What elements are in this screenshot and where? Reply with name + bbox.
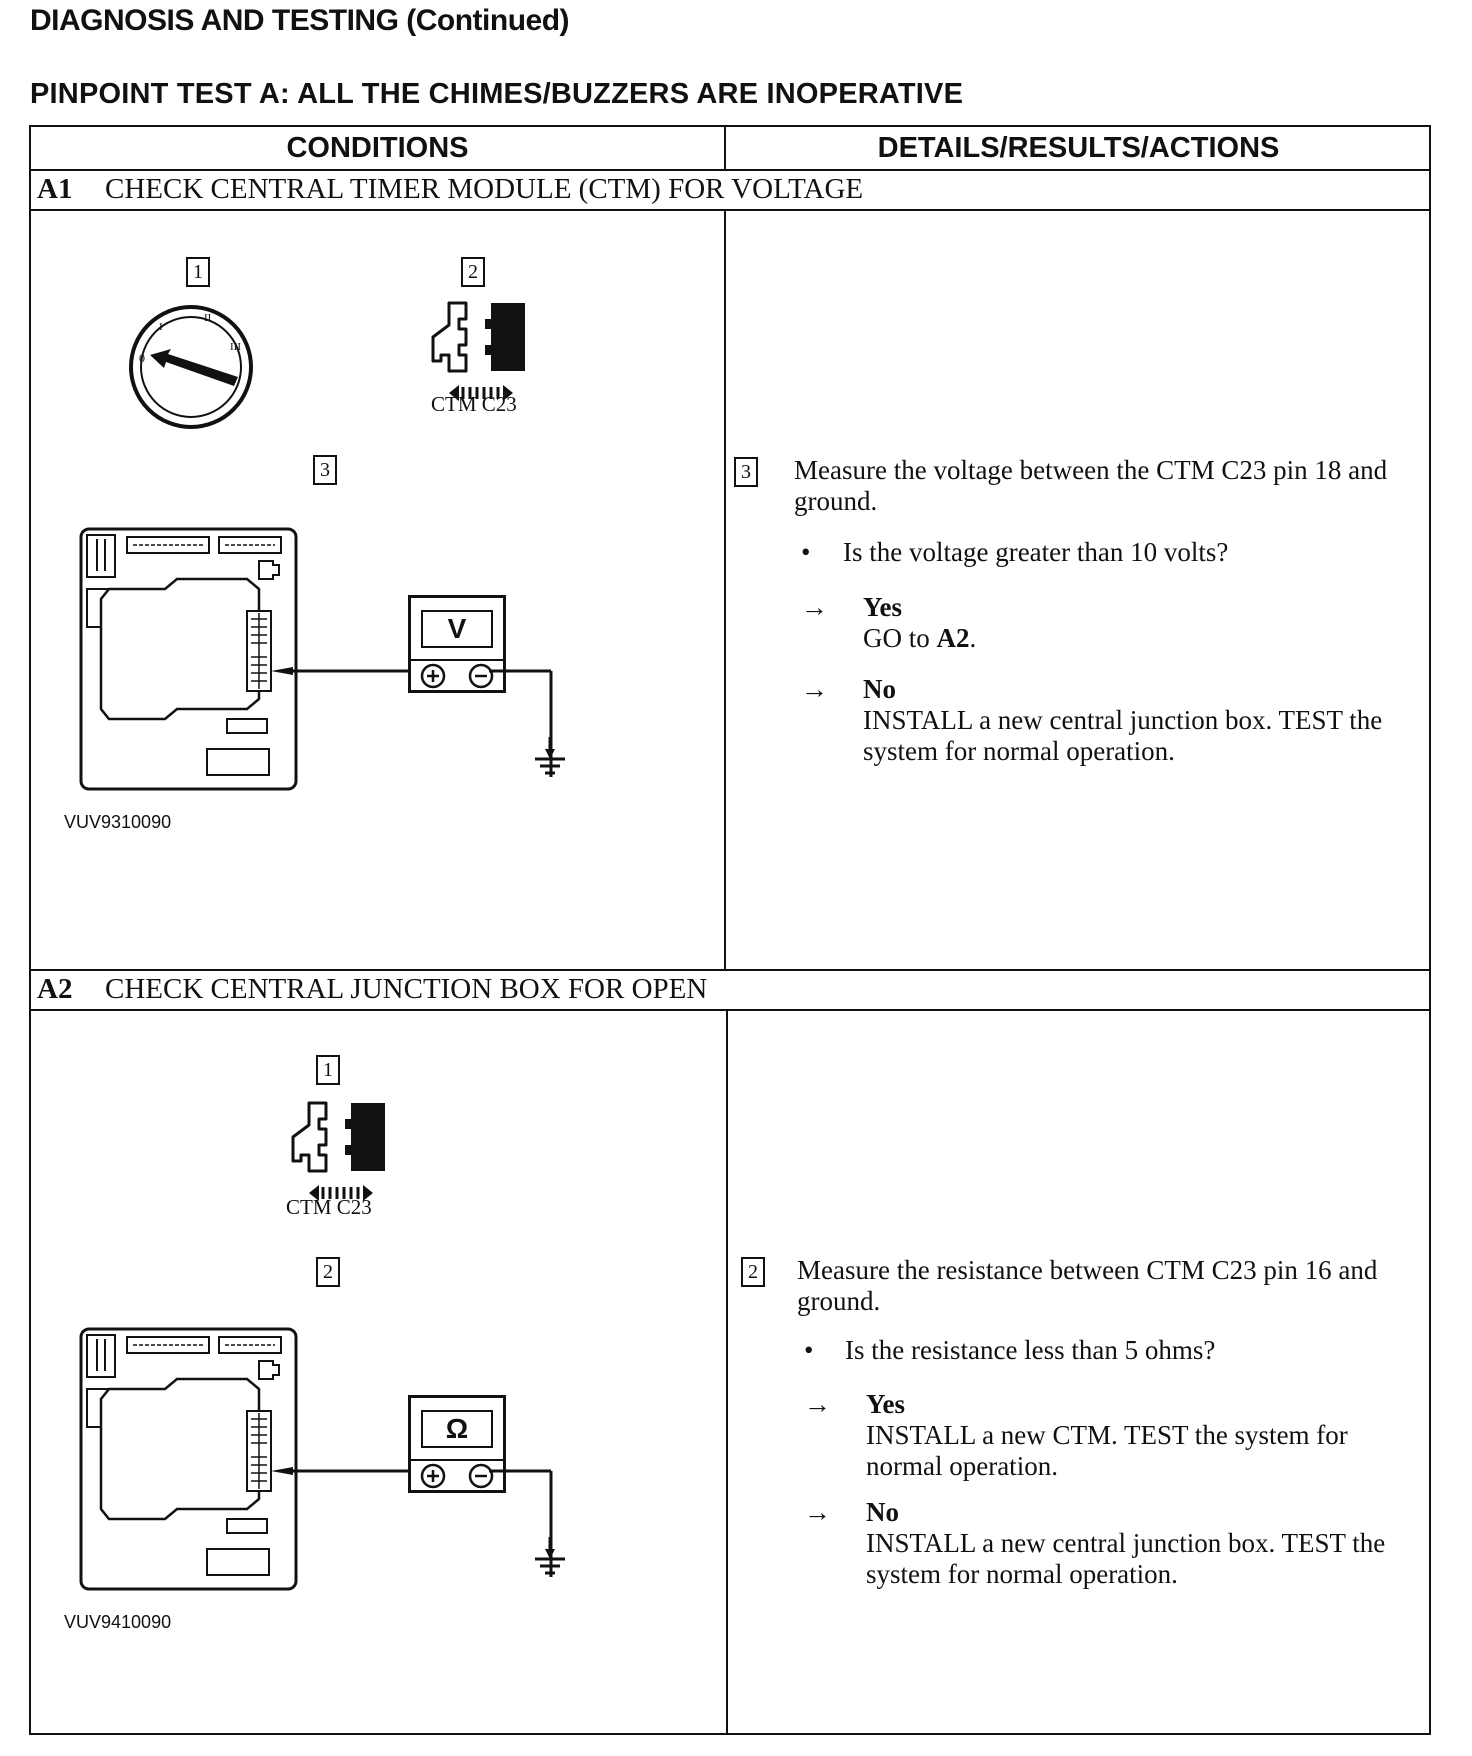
no-label: No: [863, 674, 896, 704]
column-divider: [724, 127, 726, 169]
no-action: INSTALL a new central junction box. TEST…: [863, 705, 1383, 766]
meter-display: Ω: [421, 1410, 493, 1448]
action-number-box: 2: [741, 1257, 765, 1287]
step-title: CHECK CENTRAL JUNCTION BOX FOR OPEN: [105, 973, 708, 1005]
action-text: Measure the voltage between the CTM C23 …: [794, 455, 1388, 516]
ground-icon: [535, 1537, 565, 1575]
meter-display: V: [421, 610, 493, 648]
step-heading-a2: A2 CHECK CENTRAL JUNCTION BOX FOR OPEN: [37, 969, 707, 1009]
test-title: PINPOINT TEST A: ALL THE CHIMES/BUZZERS …: [30, 78, 964, 110]
figure-label-box: 3: [313, 455, 337, 485]
yes-label: Yes: [866, 1389, 905, 1419]
yes-action: GO to A2.: [863, 623, 977, 653]
step-heading-a1: A1 CHECK CENTRAL TIMER MODULE (CTM) FOR V…: [37, 169, 863, 209]
svg-text:II: II: [204, 312, 212, 324]
step-id: A1: [37, 173, 73, 205]
junction-box-icon: [79, 527, 298, 791]
column-divider: [724, 209, 726, 969]
yes-result: Yes GO to A2.: [863, 592, 1403, 654]
action-number-box: 3: [734, 457, 758, 487]
bullet-icon: •: [804, 1335, 814, 1365]
figure-id: VUV9310090: [64, 812, 172, 832]
arrow-icon: →: [804, 1389, 831, 1419]
yes-result: Yes INSTALL a new CTM. TEST the system f…: [866, 1389, 1406, 1482]
no-label: No: [866, 1497, 899, 1527]
step-title: CHECK CENTRAL TIMER MODULE (CTM) FOR VOL…: [105, 173, 864, 205]
ignition-switch-icon: I II III 0: [129, 305, 253, 429]
details-header: DETAILS/RESULTS/ACTIONS: [877, 132, 1280, 164]
connector-disconnect-icon: [291, 1101, 385, 1201]
arrow-icon: →: [801, 674, 828, 704]
goto-link-a2[interactable]: A2: [936, 623, 970, 653]
figure-label-box: 1: [316, 1055, 340, 1085]
question-text: Is the resistance less than 5 ohms?: [845, 1335, 1216, 1365]
meter-icon: V: [408, 595, 506, 693]
figure-label-box: 1: [186, 257, 210, 287]
rule: [31, 1009, 1429, 1011]
svg-text:0: 0: [139, 351, 145, 365]
bullet-icon: •: [801, 537, 811, 567]
arrow-icon: →: [801, 592, 828, 622]
page-title: DIAGNOSIS AND TESTING (Continued): [30, 4, 570, 37]
arrow-icon: →: [804, 1497, 831, 1527]
meter-icon: Ω: [408, 1395, 506, 1493]
ground-icon: [535, 737, 565, 775]
figure-id: VUV9410090: [64, 1612, 172, 1632]
step-id: A2: [37, 973, 73, 1005]
no-action: INSTALL a new central junction box. TEST…: [866, 1528, 1386, 1589]
rule: [31, 209, 1429, 211]
junction-box-icon: [79, 1327, 298, 1591]
no-result: No INSTALL a new central junction box. T…: [866, 1497, 1406, 1590]
question-text: Is the voltage greater than 10 volts?: [843, 537, 1229, 567]
yes-action: INSTALL a new CTM. TEST the system for n…: [866, 1420, 1348, 1481]
conditions-header: CONDITIONS: [286, 132, 469, 164]
figure-label-box: 2: [461, 257, 485, 287]
connector-caption: CTM C23: [286, 1195, 372, 1219]
svg-text:III: III: [230, 341, 241, 353]
svg-text:I: I: [159, 321, 163, 333]
connector-caption: CTM C23: [431, 392, 517, 416]
rule: [31, 169, 1429, 171]
no-result: No INSTALL a new central junction box. T…: [863, 674, 1403, 767]
figure-label-box: 2: [316, 1257, 340, 1287]
yes-label: Yes: [863, 592, 902, 622]
action-text: Measure the resistance between CTM C23 p…: [797, 1255, 1378, 1316]
column-divider: [726, 1009, 728, 1735]
connector-disconnect-icon: [431, 301, 525, 401]
rule: [31, 969, 1429, 971]
